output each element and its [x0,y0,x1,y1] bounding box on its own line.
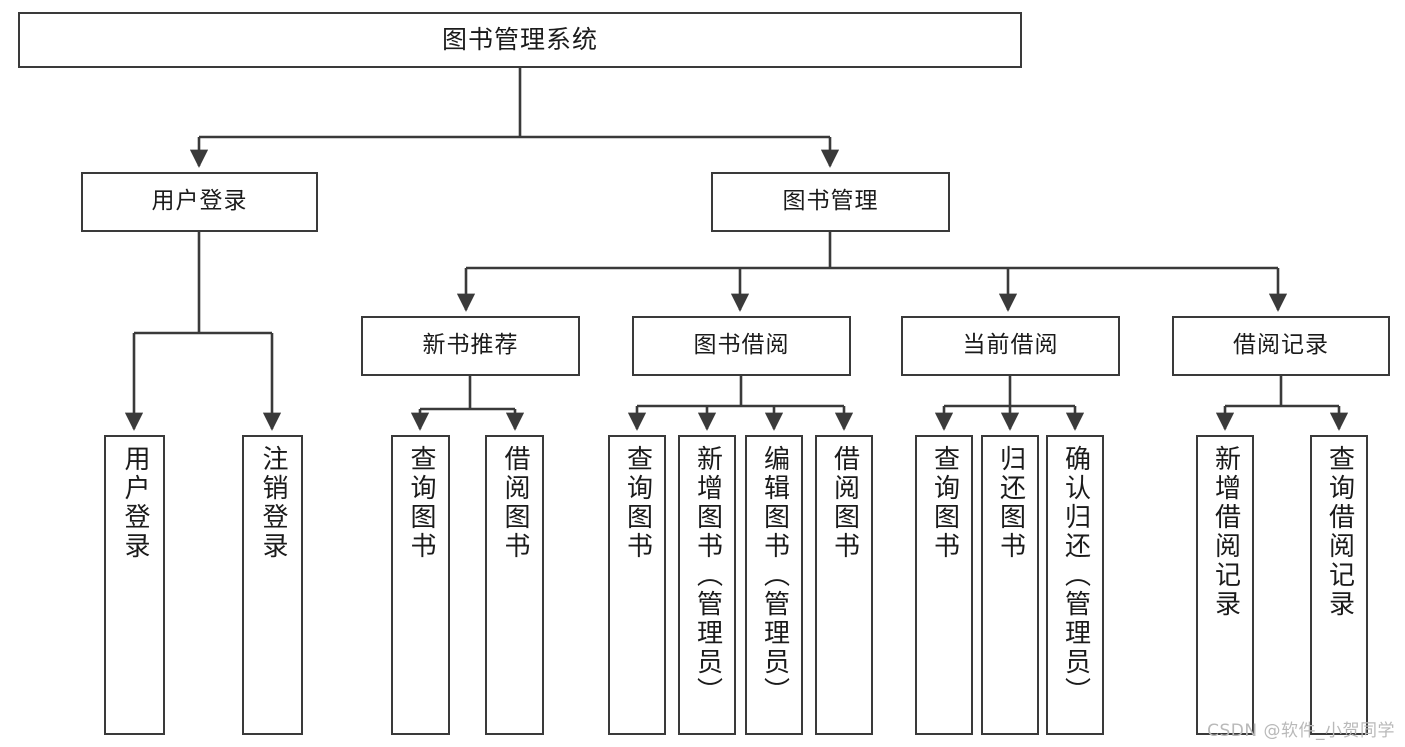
node-user-login-do[interactable]: 用户登录 [104,435,165,735]
node-root-system[interactable]: 图书管理系统 [18,12,1022,68]
node-label: 图书管理 [782,188,879,215]
node-label: 借阅图书 [829,445,860,561]
node-label: 查询图书 [406,445,437,561]
node-label: 编辑图书（管理员） [759,445,790,706]
node-current-borrow[interactable]: 当前借阅 [901,316,1120,376]
node-record-query[interactable]: 查询借阅记录 [1310,435,1368,735]
node-label: 用户登录 [151,188,248,215]
node-label: 新书推荐 [422,332,519,359]
node-label: 当前借阅 [962,332,1059,359]
node-user-logout[interactable]: 注销登录 [242,435,303,735]
node-label: 查询借阅记录 [1324,445,1355,619]
node-borrow-query-book[interactable]: 查询图书 [608,435,666,735]
node-label: 图书借阅 [693,332,790,359]
node-new-book-recommend[interactable]: 新书推荐 [361,316,580,376]
node-label: 归还图书 [995,445,1026,561]
node-borrow-records[interactable]: 借阅记录 [1172,316,1390,376]
node-label: 查询图书 [622,445,653,561]
node-book-management[interactable]: 图书管理 [711,172,950,232]
node-current-return-book[interactable]: 归还图书 [981,435,1039,735]
node-label: 确认归还（管理员） [1060,445,1091,706]
node-borrow-add-book[interactable]: 新增图书（管理员） [678,435,736,735]
node-borrow-borrow-book[interactable]: 借阅图书 [815,435,873,735]
node-record-add[interactable]: 新增借阅记录 [1196,435,1254,735]
node-current-query-book[interactable]: 查询图书 [915,435,973,735]
node-recommend-borrow-book[interactable]: 借阅图书 [485,435,544,735]
node-label: 用户登录 [120,445,151,561]
node-recommend-query-book[interactable]: 查询图书 [391,435,450,735]
node-label: 新增借阅记录 [1210,445,1241,619]
node-label: 查询图书 [929,445,960,561]
node-label: 借阅图书 [500,445,531,561]
node-label: 借阅记录 [1233,332,1329,359]
node-borrow-edit-book[interactable]: 编辑图书（管理员） [745,435,803,735]
node-label: 注销登录 [258,445,289,561]
node-user-login[interactable]: 用户登录 [81,172,318,232]
node-label: 新增图书（管理员） [692,445,723,706]
node-label: 图书管理系统 [441,25,598,55]
node-current-confirm-return[interactable]: 确认归还（管理员） [1046,435,1104,735]
watermark: CSDN @软件_小贺同学 [1207,721,1395,741]
node-book-borrow[interactable]: 图书借阅 [632,316,851,376]
